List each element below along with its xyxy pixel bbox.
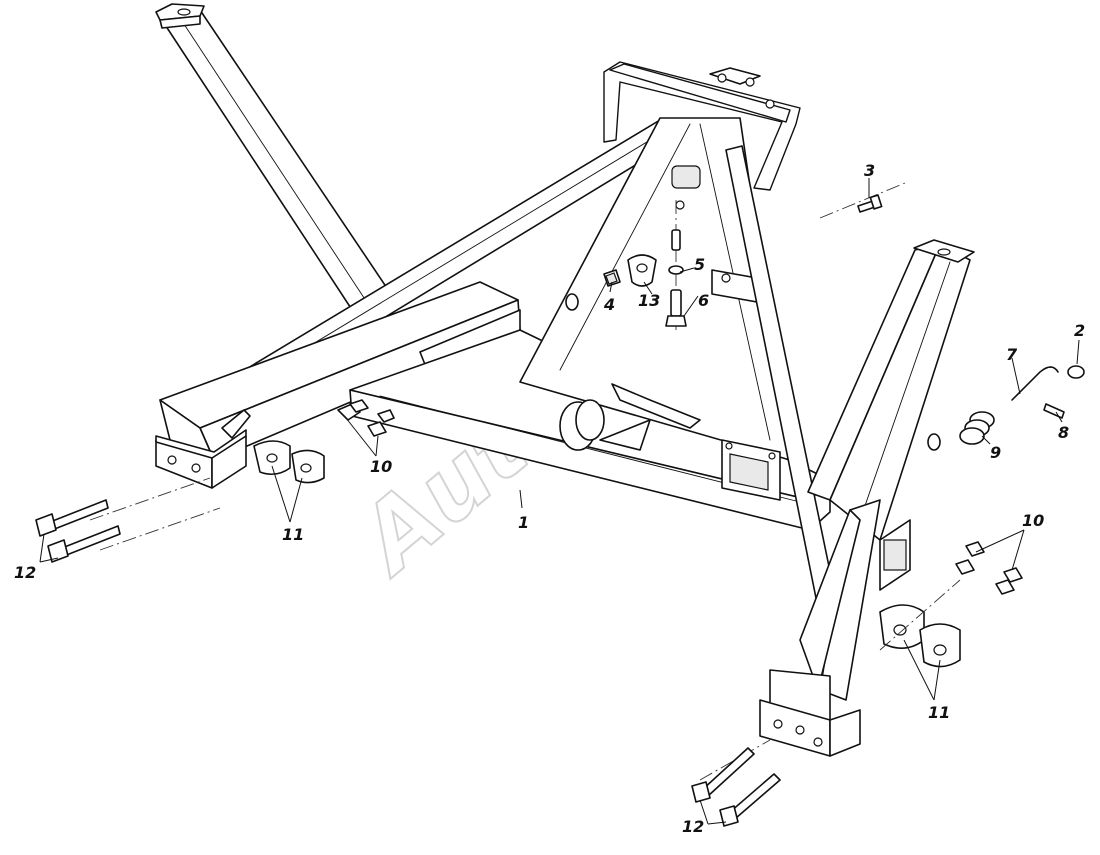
callout-8: 8 (1058, 423, 1069, 442)
left-rear-leg (155, 3, 396, 323)
callout-5: 5 (694, 255, 705, 274)
right-rear-leg (807, 239, 975, 541)
part-5-6-bolt-washer (665, 200, 687, 330)
part-7-bent-pin (1011, 366, 1059, 401)
part-12-bolts-left (35, 477, 221, 563)
tower-pin-stub (565, 293, 941, 451)
part-10-nuts-right (955, 541, 1023, 595)
top-frame-bracket (603, 61, 801, 191)
right-foot-bracket (759, 669, 861, 757)
part-4-nut (603, 269, 621, 287)
callout-10-left: 10 (370, 457, 392, 476)
leader-lines (39, 178, 1080, 825)
callout-12-left: 12 (14, 563, 36, 582)
part-13-clamp (627, 254, 657, 287)
callout-6: 6 (698, 291, 709, 310)
callout-2: 2 (1074, 321, 1085, 340)
callout-11-right: 11 (928, 703, 950, 722)
part-2-cap (1067, 365, 1085, 379)
callout-labels: 1 2 3 4 5 6 7 8 9 10 10 11 11 12 12 13 (14, 161, 1085, 836)
part-11-clamps-left (253, 440, 325, 484)
callout-1: 1 (518, 513, 529, 532)
callout-13: 13 (638, 291, 660, 310)
part-8-pin (1043, 403, 1065, 419)
frame-assembly (155, 3, 975, 757)
square-mount-bracket (721, 439, 781, 501)
part-3-bolt (819, 182, 906, 219)
part-10-nuts-left (337, 399, 395, 437)
part-9-bushing (959, 411, 995, 445)
part-12-bolts-right (691, 739, 781, 827)
callout-12-right: 12 (682, 817, 704, 836)
part-11-clamps-right (879, 579, 961, 668)
callout-3: 3 (864, 161, 875, 180)
callout-11-left: 11 (282, 525, 304, 544)
right-square-tube (879, 519, 911, 591)
callout-10-right: 10 (1022, 511, 1044, 530)
callout-9: 9 (990, 443, 1001, 462)
right-front-leg (799, 499, 881, 701)
callout-4: 4 (603, 295, 615, 314)
left-foot-bracket (155, 409, 251, 489)
central-tower-plate (519, 117, 791, 461)
callout-7: 7 (1006, 345, 1018, 364)
central-pipe-boss (559, 383, 701, 451)
